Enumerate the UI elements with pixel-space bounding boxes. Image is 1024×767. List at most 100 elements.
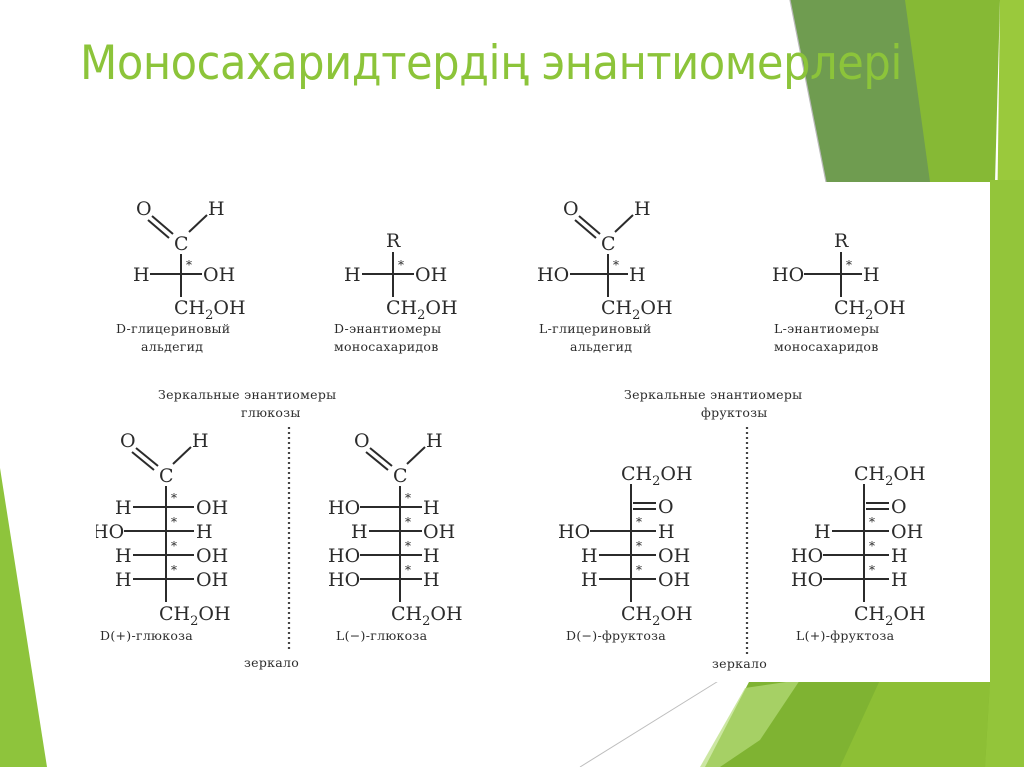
svg-text:H: H — [581, 569, 598, 591]
structure-l-fructose: CH2OH O H * OH HO * H HO * H CH2OH L(+)-… — [791, 463, 926, 643]
svg-text:OH: OH — [658, 569, 690, 591]
svg-text:H: H — [344, 264, 361, 286]
svg-text:OH: OH — [658, 545, 690, 567]
svg-text:*: * — [613, 258, 619, 272]
svg-text:*: * — [869, 515, 875, 529]
svg-text:HO: HO — [328, 497, 360, 519]
svg-text:C: C — [601, 233, 616, 255]
svg-text:*: * — [171, 491, 177, 505]
structure-l-glyceraldehyde: O H C HO * H CH2OH L-глицериновый альдег… — [537, 198, 673, 354]
svg-text:моносахаридов: моносахаридов — [774, 339, 879, 354]
svg-text:*: * — [846, 258, 852, 272]
svg-text:OH: OH — [891, 521, 923, 543]
fructose-heading-line2: фруктозы — [701, 405, 768, 420]
svg-text:H: H — [192, 430, 209, 452]
svg-text:CH2OH: CH2OH — [174, 297, 246, 323]
svg-text:H: H — [581, 545, 598, 567]
svg-text:HO: HO — [328, 569, 360, 591]
svg-text:HO: HO — [96, 521, 124, 543]
svg-text:CH2OH: CH2OH — [854, 603, 926, 629]
chemical-structures-diagram: O H C H * OH CH2OH D-глицериновый альдег… — [96, 198, 926, 671]
structure-d-glyceraldehyde: O H C H * OH CH2OH D-глицериновый альдег… — [116, 198, 246, 354]
svg-text:альдегид: альдегид — [570, 339, 632, 354]
svg-text:HO: HO — [791, 569, 823, 591]
svg-text:HO: HO — [558, 521, 590, 543]
svg-text:альдегид: альдегид — [141, 339, 203, 354]
deco-facet-mid — [905, 0, 1000, 182]
svg-text:L(+)-фруктоза: L(+)-фруктоза — [796, 628, 895, 643]
svg-text:H: H — [423, 497, 440, 519]
svg-text:*: * — [186, 258, 192, 272]
svg-text:H: H — [115, 497, 132, 519]
svg-text:H: H — [133, 264, 150, 286]
svg-text:H: H — [115, 569, 132, 591]
svg-text:O: O — [563, 198, 579, 220]
structure-d-enantiomer-generic: R H * OH CH2OH D-энантиомеры моносахарид… — [334, 230, 458, 354]
svg-text:HO: HO — [791, 545, 823, 567]
svg-text:O: O — [891, 496, 907, 518]
svg-text:H: H — [426, 430, 443, 452]
svg-text:OH: OH — [203, 264, 235, 286]
glucose-heading-line2: глюкозы — [241, 405, 301, 420]
svg-text:O: O — [658, 496, 674, 518]
svg-text:*: * — [636, 515, 642, 529]
svg-text:CH2OH: CH2OH — [621, 603, 693, 629]
svg-text:CH2OH: CH2OH — [854, 463, 926, 489]
svg-text:HO: HO — [537, 264, 569, 286]
svg-text:H: H — [863, 264, 880, 286]
structure-d-glucose: O H C H * OH HO * H H * OH H * OH CH2OH … — [96, 430, 231, 643]
svg-text:H: H — [208, 198, 225, 220]
svg-text:H: H — [423, 545, 440, 567]
structure-d-fructose: CH2OH O HO * H H * OH H * OH CH2OH D(−)-… — [558, 463, 693, 643]
svg-text:*: * — [636, 563, 642, 577]
svg-text:OH: OH — [196, 497, 228, 519]
svg-text:CH2OH: CH2OH — [601, 297, 673, 323]
svg-text:R: R — [386, 230, 401, 252]
svg-text:*: * — [171, 515, 177, 529]
svg-text:*: * — [405, 491, 411, 505]
svg-text:OH: OH — [196, 569, 228, 591]
svg-text:D(−)-фруктоза: D(−)-фруктоза — [566, 628, 666, 643]
svg-text:CH2OH: CH2OH — [386, 297, 458, 323]
svg-text:C: C — [393, 465, 408, 487]
svg-text:O: O — [136, 198, 152, 220]
svg-text:*: * — [171, 539, 177, 553]
enantiomer-figure: O H C H * OH CH2OH D-глицериновый альдег… — [96, 182, 990, 682]
svg-text:L(−)-глюкоза: L(−)-глюкоза — [336, 628, 428, 643]
svg-text:C: C — [159, 465, 174, 487]
svg-text:*: * — [405, 563, 411, 577]
structure-l-enantiomer-generic: R HO * H CH2OH L-энантиомеры моносахарид… — [772, 230, 906, 354]
svg-text:H: H — [891, 569, 908, 591]
svg-text:OH: OH — [415, 264, 447, 286]
svg-text:C: C — [174, 233, 189, 255]
svg-text:*: * — [405, 539, 411, 553]
svg-text:*: * — [171, 563, 177, 577]
glucose-mirror-label: зеркало — [244, 655, 299, 670]
svg-text:H: H — [814, 521, 831, 543]
deco-wedge-left — [0, 468, 47, 767]
svg-text:L-энантиомеры: L-энантиомеры — [774, 321, 879, 336]
svg-text:D-глицериновый: D-глицериновый — [116, 321, 230, 336]
svg-text:CH2OH: CH2OH — [621, 463, 693, 489]
slide-title: Моносахаридтердің энантиомерлері — [80, 36, 902, 91]
svg-text:OH: OH — [196, 545, 228, 567]
svg-text:H: H — [634, 198, 651, 220]
svg-text:*: * — [398, 258, 404, 272]
svg-text:H: H — [115, 545, 132, 567]
svg-text:H: H — [351, 521, 368, 543]
fructose-mirror-label: зеркало — [712, 656, 767, 671]
svg-text:H: H — [423, 569, 440, 591]
svg-text:HO: HO — [328, 545, 360, 567]
svg-text:L-глицериновый: L-глицериновый — [539, 321, 652, 336]
svg-text:*: * — [869, 563, 875, 577]
svg-text:H: H — [629, 264, 646, 286]
fructose-heading-line1: Зеркальные энантиомеры — [624, 387, 802, 402]
svg-text:H: H — [658, 521, 675, 543]
svg-text:моносахаридов: моносахаридов — [334, 339, 439, 354]
svg-text:CH2OH: CH2OH — [159, 603, 231, 629]
svg-text:H: H — [196, 521, 213, 543]
svg-text:D(+)-глюкоза: D(+)-глюкоза — [100, 628, 193, 643]
svg-text:*: * — [869, 539, 875, 553]
svg-text:*: * — [405, 515, 411, 529]
